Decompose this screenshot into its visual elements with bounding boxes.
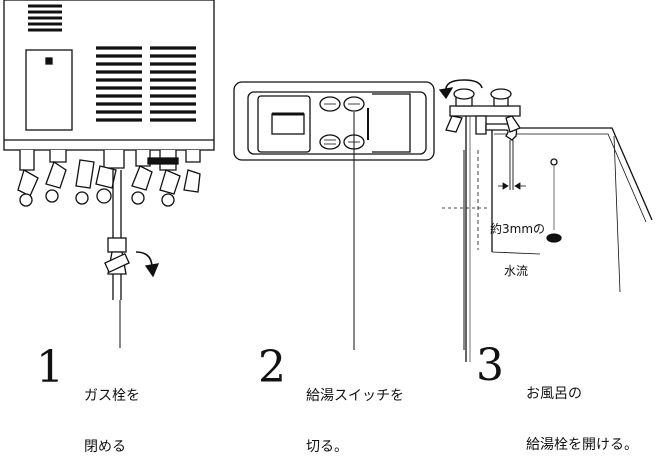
side-vent-louvers (96, 46, 196, 122)
controller-button-bottom-left (319, 134, 341, 150)
step-2-number: 2 (258, 342, 286, 393)
bath-faucet (445, 88, 521, 141)
step-3-number: 3 (476, 340, 504, 391)
water-heater-illustration (3, 0, 215, 348)
controller-display (257, 95, 311, 153)
instruction-diagram (3, 0, 653, 362)
step-3-caption: お風呂の 給湯栓を開ける。 (526, 352, 638, 471)
step-2-caption: 給湯スイッチを 切る。 (306, 354, 404, 473)
bath-faucet-illustration (438, 79, 653, 362)
faucet-open-arrow-icon (438, 79, 483, 100)
pipe-fittings (17, 150, 201, 207)
water-stream (509, 140, 514, 190)
callout-line-1: 約3mmの (490, 222, 546, 236)
valve-close-arrow-icon (135, 251, 160, 278)
step-1-line-1: ガス栓を (84, 388, 140, 404)
stream-width-dimension (498, 182, 526, 190)
overflow-hole (550, 158, 558, 166)
hot-water-switch-button (343, 96, 365, 112)
gas-pipe (104, 170, 130, 300)
controller-button-top-left (319, 96, 341, 112)
step-1-caption: ガス栓を 閉める (84, 354, 140, 473)
upper-vent-louvers (28, 4, 62, 32)
step-3-line-2: 給湯栓を開ける。 (526, 437, 638, 453)
stream-width-callout: 約3mmの 水流 (490, 194, 545, 292)
step-1-line-2: 閉める (84, 439, 126, 455)
remote-controller-illustration (233, 81, 435, 350)
step-2-line-2: 切る。 (306, 439, 348, 455)
step-1-number: 1 (36, 342, 64, 393)
callout-line-2: 水流 (504, 264, 529, 278)
panel-indicator (45, 57, 53, 65)
step-2-line-1: 給湯スイッチを (306, 388, 404, 404)
drain-plug (546, 233, 562, 243)
step-3-line-1: お風呂の (526, 386, 582, 402)
